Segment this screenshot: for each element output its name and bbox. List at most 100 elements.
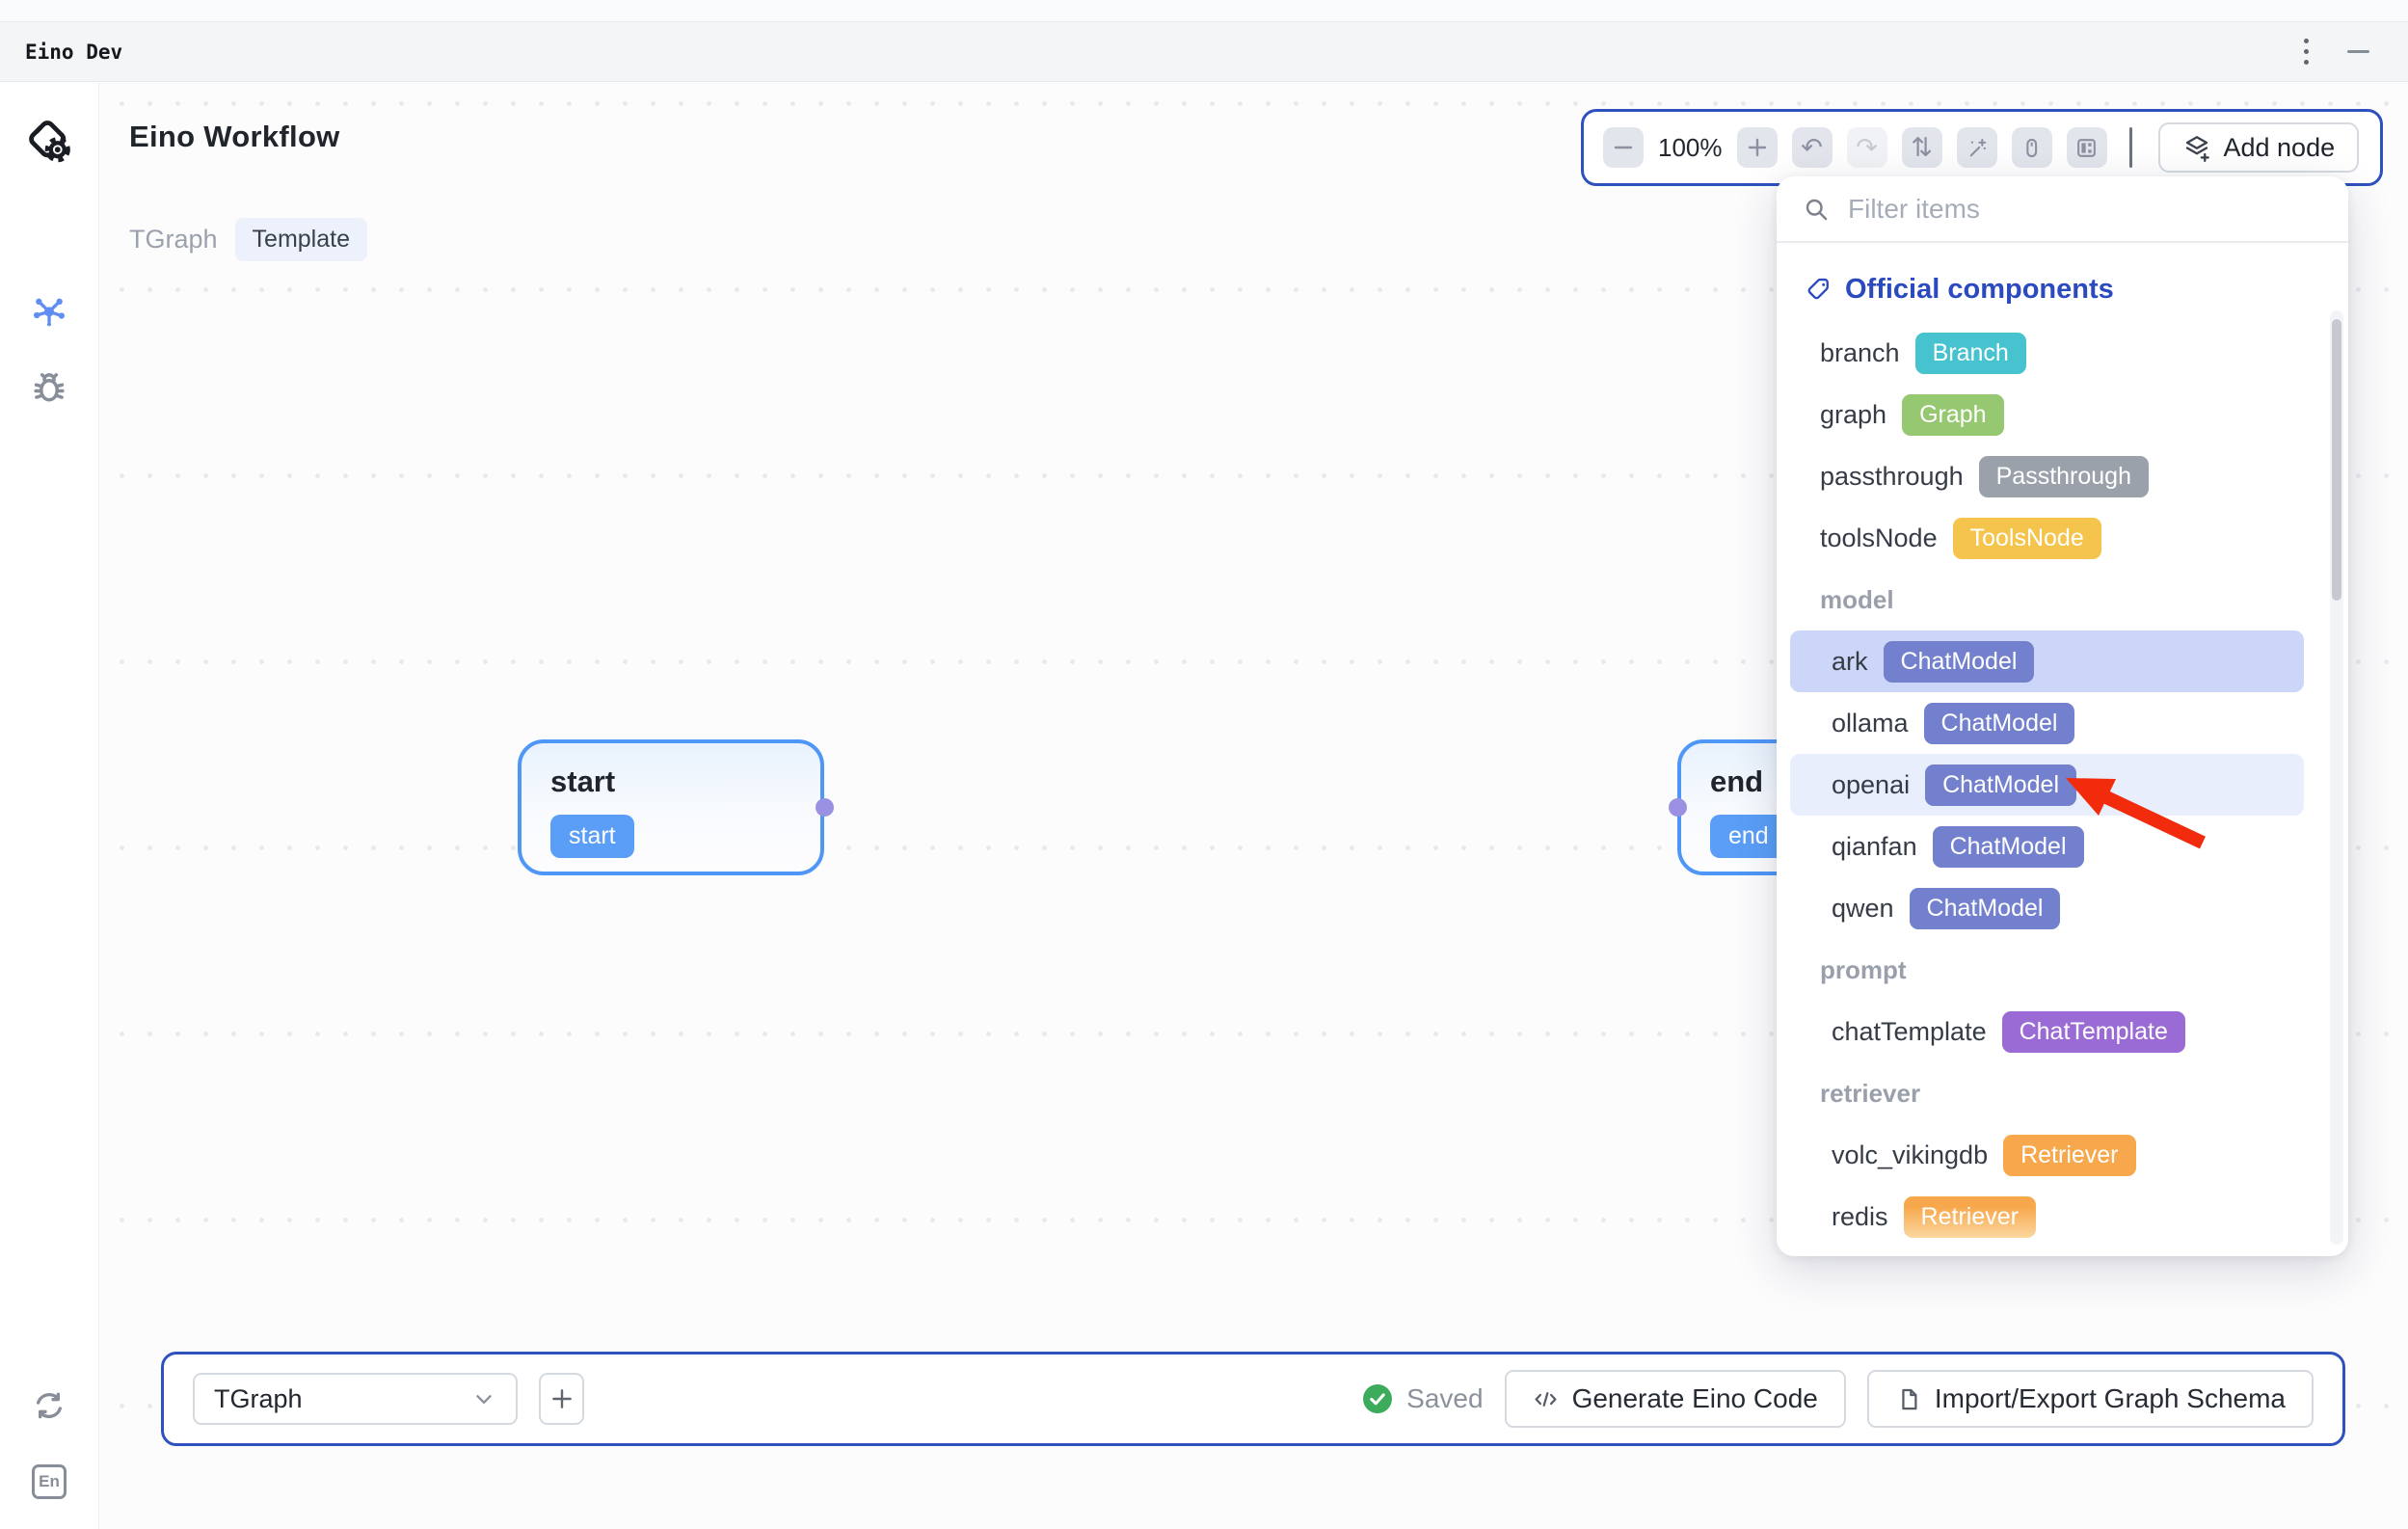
code-icon — [1533, 1386, 1559, 1412]
component-item-chatTemplate[interactable]: chatTemplate ChatTemplate — [1777, 1001, 2348, 1062]
toolbar-divider — [2128, 127, 2132, 168]
page-title: Eino Workflow — [129, 120, 340, 153]
window-title: Eino Dev — [25, 40, 123, 64]
eino-logo-icon — [23, 115, 75, 167]
language-label: En — [39, 1472, 60, 1490]
component-name: qwen — [1832, 893, 1894, 923]
component-type-badge: Retriever — [2003, 1134, 2136, 1176]
add-node-button[interactable]: Add node — [2157, 122, 2360, 173]
component-type-badge: ChatTemplate — [2001, 1010, 2185, 1053]
minimap-button[interactable] — [2066, 127, 2107, 168]
magic-wand-button[interactable] — [1956, 127, 1997, 168]
generate-code-button[interactable]: Generate Eino Code — [1504, 1370, 1846, 1428]
start-node-output-handle[interactable] — [816, 798, 834, 817]
component-name: branch — [1820, 337, 1900, 367]
component-name: ollama — [1832, 708, 1909, 738]
graph-selector[interactable]: TGraph — [193, 1373, 518, 1425]
language-icon: En — [32, 1464, 67, 1499]
window-titlebar: Eino Dev — [0, 22, 2408, 82]
window-top-strip — [0, 0, 2408, 22]
workflow-meta-row: TGraph Template — [129, 218, 367, 261]
sidebar-item-debug[interactable] — [0, 368, 98, 409]
saved-label: Saved — [1406, 1383, 1484, 1413]
component-name: qianfan — [1832, 831, 1917, 861]
graph-selector-value: TGraph — [214, 1383, 303, 1413]
component-name: redis — [1832, 1201, 1888, 1231]
component-name: ark — [1832, 646, 1868, 676]
sidebar: En ? — [0, 83, 99, 1529]
component-name: toolsNode — [1820, 523, 1938, 552]
panel-scrollbar-thumb[interactable] — [2332, 319, 2341, 601]
component-group-header-retriever: retriever — [1820, 1078, 1921, 1108]
component-type-badge: Passthrough — [1978, 455, 2149, 497]
component-name: chatTemplate — [1832, 1016, 1987, 1046]
filter-row — [1777, 176, 2348, 243]
component-item-passthrough[interactable]: passthrough Passthrough — [1777, 445, 2348, 507]
component-item-qianfan[interactable]: qianfan ChatModel — [1777, 816, 2348, 877]
component-type-badge: ChatModel — [1925, 764, 2076, 806]
tag-icon — [1806, 276, 1833, 303]
chevron-down-icon — [471, 1386, 496, 1411]
search-icon — [1803, 196, 1830, 223]
window-actions — [2304, 39, 2383, 65]
component-group-header-prompt: prompt — [1820, 954, 1907, 984]
template-badge[interactable]: Template — [234, 218, 367, 261]
component-item-ark[interactable]: ark ChatModel — [1790, 630, 2304, 692]
zoom-out-button[interactable] — [1603, 127, 1644, 168]
official-components-header: Official components — [1777, 265, 2348, 313]
sidebar-item-language[interactable]: En — [0, 1464, 98, 1499]
end-node-badge: end — [1710, 815, 1787, 858]
kebab-menu-icon[interactable] — [2304, 39, 2309, 65]
component-item-redis[interactable]: redis Retriever — [1777, 1186, 2348, 1247]
official-components-title: Official components — [1845, 273, 2114, 305]
workflow-graph-icon — [30, 293, 68, 332]
undo-button[interactable]: ↶ — [1791, 127, 1833, 168]
component-type-badge: ChatModel — [1932, 825, 2084, 868]
sidebar-item-workflow[interactable] — [0, 293, 98, 332]
component-name: openai — [1832, 769, 1911, 799]
start-node[interactable]: start start — [518, 739, 824, 875]
minimize-icon[interactable] — [2347, 50, 2369, 53]
canvas-toolbar: 100% ↶ ↷ ⇅ — [1581, 109, 2383, 186]
component-name: passthrough — [1820, 461, 1964, 491]
document-icon — [1895, 1386, 1921, 1412]
component-item-volc_vikingdb[interactable]: volc_vikingdb Retriever — [1777, 1124, 2348, 1186]
filter-input[interactable] — [1846, 192, 2322, 226]
import-export-button[interactable]: Import/Export Graph Schema — [1866, 1370, 2314, 1428]
component-item-branch[interactable]: branch Branch — [1777, 322, 2348, 384]
end-node-input-handle[interactable] — [1669, 798, 1687, 817]
mouse-mode-button[interactable] — [2011, 127, 2052, 168]
sidebar-item-refresh[interactable] — [0, 1386, 98, 1425]
start-node-title: start — [550, 764, 616, 798]
layers-plus-icon — [2182, 133, 2211, 162]
component-type-badge: ChatModel — [1883, 640, 2035, 683]
component-item-openai[interactable]: openai ChatModel — [1790, 754, 2304, 816]
import-export-label: Import/Export Graph Schema — [1934, 1383, 2286, 1413]
redo-button[interactable]: ↷ — [1846, 127, 1887, 168]
component-group-header-model: model — [1820, 584, 1894, 614]
component-type-badge: Graph — [1902, 393, 2004, 436]
component-name: volc_vikingdb — [1832, 1140, 1989, 1169]
component-type-badge: ToolsNode — [1952, 517, 2101, 559]
add-node-label: Add node — [2223, 132, 2336, 162]
zoom-in-button[interactable] — [1736, 127, 1778, 168]
save-status: Saved — [1362, 1383, 1484, 1414]
start-node-badge: start — [550, 815, 634, 858]
component-type-badge: Branch — [1914, 332, 2026, 374]
generate-code-label: Generate Eino Code — [1571, 1383, 1818, 1413]
saved-check-icon — [1362, 1383, 1393, 1414]
auto-layout-button[interactable]: ⇅ — [1901, 127, 1942, 168]
workflow-name: TGraph — [129, 225, 218, 254]
add-graph-button[interactable] — [539, 1373, 584, 1425]
component-type-badge: Retriever — [1903, 1195, 2036, 1238]
app-logo[interactable] — [0, 115, 98, 167]
end-node-title: end — [1710, 764, 1764, 798]
footer-bar: TGraph Saved — [161, 1352, 2345, 1446]
component-item-toolsNode[interactable]: toolsNode ToolsNode — [1777, 507, 2348, 569]
